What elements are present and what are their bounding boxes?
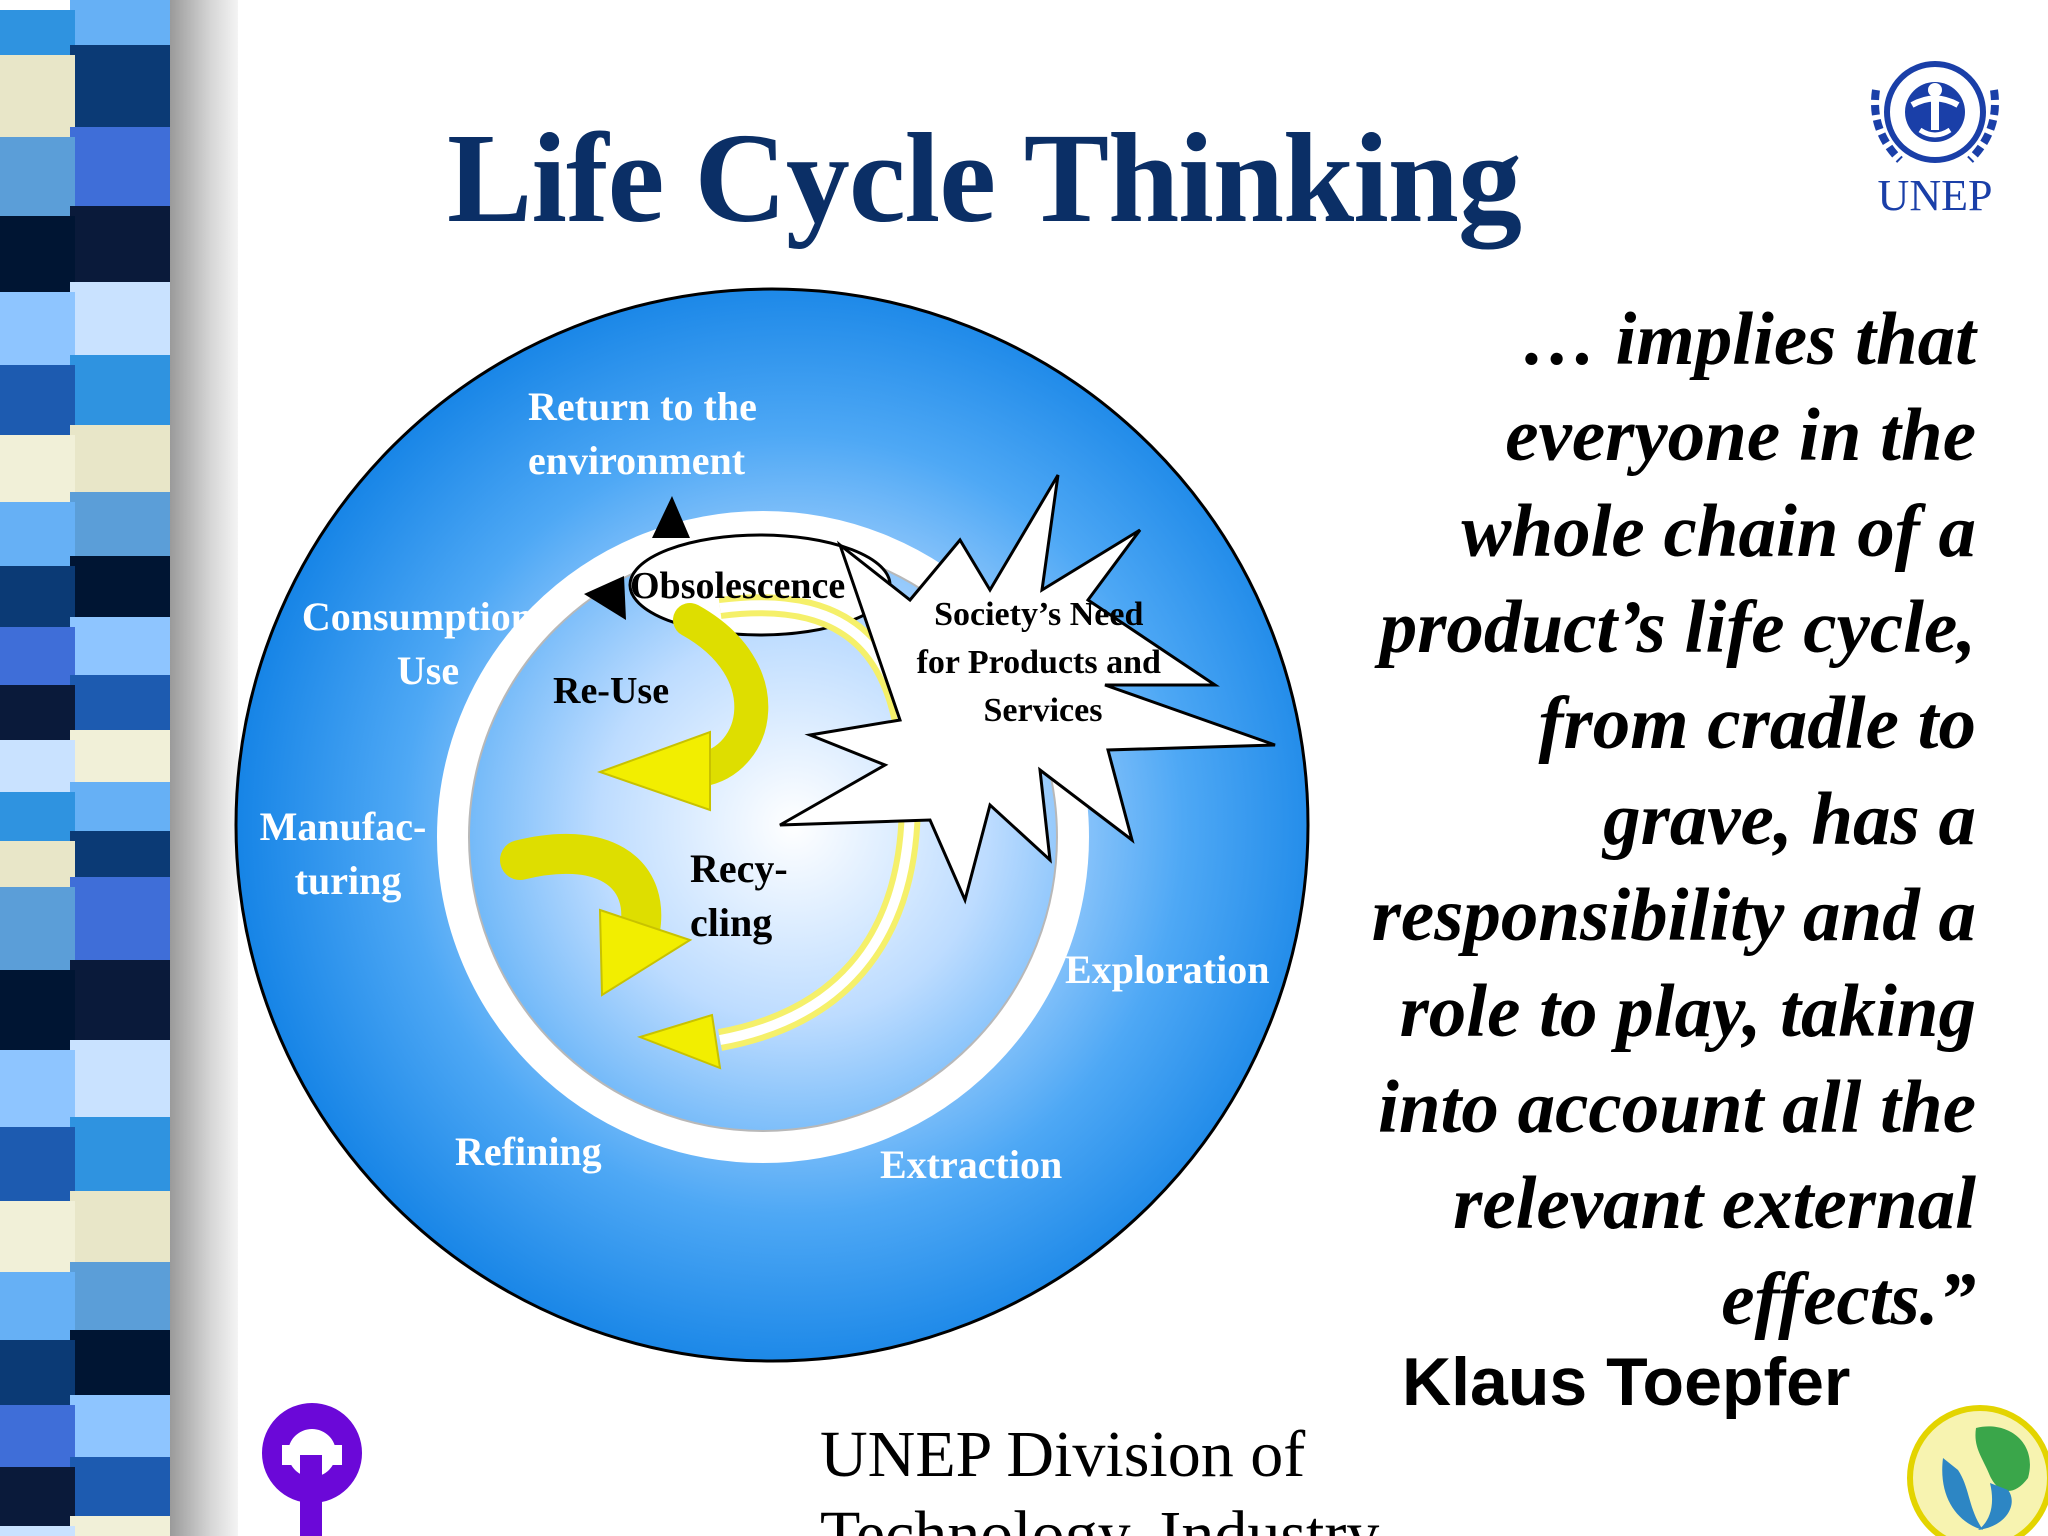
exploration-label: Exploration [1065, 947, 1269, 992]
cleaner-production-logo [261, 1403, 363, 1536]
quote-text: … implies that everyone in the whole cha… [1216, 292, 1976, 1348]
page-title: Life Cycle Thinking [447, 107, 1522, 249]
unep-logo-text: UNEP [1878, 171, 1993, 220]
decorative-stripe [0, 0, 170, 1536]
obsolescence-label: Obsolescence [630, 565, 845, 607]
society-label: Society’s Need for Products and Services [917, 596, 1170, 729]
globe-logo [1907, 1405, 2048, 1536]
society-starburst [779, 474, 1276, 905]
decorative-gray-bar [170, 0, 238, 1536]
quote-line: into account all the [1378, 1066, 1976, 1149]
quote-line: grave, has a [1603, 778, 1976, 861]
lifecycle-ring [437, 511, 1089, 1163]
quote-line: from cradle to [1538, 682, 1976, 765]
refining-label: Refining [455, 1129, 602, 1174]
arrow-up-icon [652, 496, 690, 538]
quote-line: product’s life cycle, [1379, 586, 1976, 669]
arrow-down-left-icon [584, 576, 626, 620]
quote-line: responsibility and a [1371, 874, 1976, 957]
quote-line: everyone in the [1505, 394, 1976, 477]
quote-line: effects.” [1721, 1258, 1976, 1341]
consumption-label: Consumption/ Use [302, 594, 554, 693]
return-label: Return to the environment [528, 384, 767, 483]
unep-logo: UNEP [1871, 61, 1999, 220]
division-line: Technology, Industry [820, 1498, 1380, 1536]
quote-author: Klaus Toepfer [1402, 1344, 1851, 1420]
division-text: UNEP Division of Technology, Industry [820, 1415, 1460, 1536]
quote-line: relevant external [1453, 1162, 1976, 1245]
recycling-label: Recy- cling [690, 846, 798, 945]
reuse-arrow [673, 603, 769, 787]
reuse-label: Re-Use [553, 670, 669, 712]
recycling-arrow [500, 833, 662, 950]
quote-line: role to play, taking [1399, 970, 1976, 1053]
manufacturing-label: Manufac- turing [260, 804, 437, 903]
life-cycle-diagram: Return to the environment Consumption/ U… [234, 287, 1310, 1363]
extraction-label: Extraction [880, 1142, 1062, 1187]
quote-line: … implies that [1521, 298, 1976, 381]
division-line: UNEP Division of [820, 1418, 1306, 1491]
quote-line: whole chain of a [1461, 490, 1976, 573]
